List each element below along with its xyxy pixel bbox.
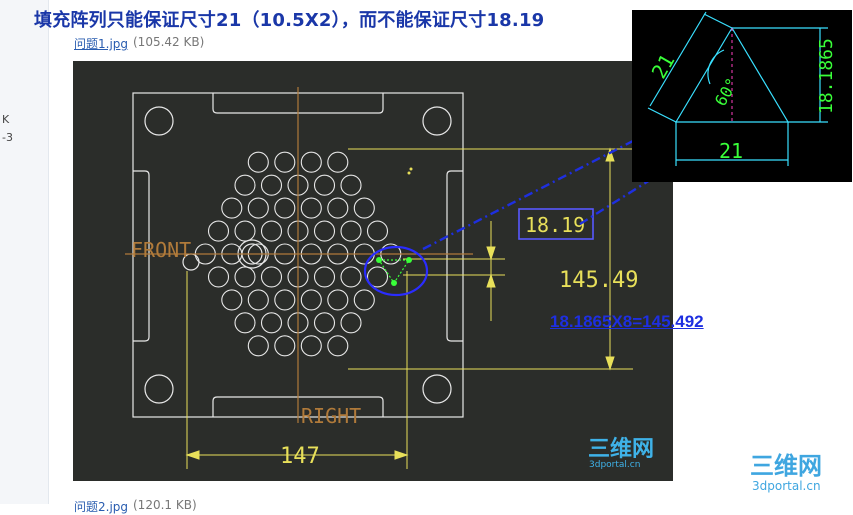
hole [247,151,269,173]
hole [247,197,269,219]
inset-background [632,10,852,182]
hole [274,335,296,357]
hole [300,197,322,219]
site-watermark: 三维网 3dportal.cn [750,452,822,493]
hole [207,266,230,288]
hole [313,220,336,242]
sidebar-fragment: -3 [2,131,13,144]
cad-drawing-image[interactable]: FRONT RIGHT 145.49 147 18.19 三维网 3dporta… [73,61,673,481]
width-dimension: 147 [280,444,320,469]
hole [366,266,389,288]
hole [313,174,336,196]
inset-triangle-figure[interactable]: 21 21 18.1865 60° [632,10,852,182]
height-dimension: 145.49 [559,268,638,293]
hole [340,220,362,242]
hole [340,312,362,334]
hole [260,312,283,334]
hole [327,197,349,219]
hole [234,174,256,196]
inset-geometry [647,11,828,166]
hole [234,312,256,334]
hole [300,289,322,311]
hole [260,220,283,242]
inset-height-dimension: 18.1865 [816,38,837,114]
attachment-link[interactable]: 问题1.jpg [74,37,129,51]
hole [234,266,256,288]
hole [366,220,389,242]
svg-text:三维网: 三维网 [588,436,654,462]
svg-text:3dportal.cn: 3dportal.cn [589,460,640,470]
calculation-formula: 18.1865X8=145.492 [550,312,704,331]
hole [340,266,362,288]
hole [247,335,269,357]
hole [260,174,283,196]
hole [353,289,375,311]
cad-background [73,61,673,481]
hole [300,151,322,173]
hole [313,266,336,288]
drawing-watermark: 三维网 3dportal.cn [588,436,654,470]
center-axes [125,87,473,423]
hole [274,151,296,173]
sidebar-fragment: K [2,113,10,126]
hole [327,289,349,311]
hole [300,335,322,357]
attachment-size: (105.42 KB) [133,35,205,49]
front-label: FRONT [131,238,191,262]
hole [274,289,296,311]
hole [353,197,375,219]
attachment-size-2: (120.1 KB) [133,498,197,512]
hole [247,289,269,311]
highlight-ellipse [363,167,429,297]
hole [313,312,336,334]
watermark-brand: 三维网 [750,452,822,480]
hole [221,289,243,311]
post-headline: 填充阵列只能保证尺寸21（10.5X2），而不能保证尺寸18.19 [34,10,545,31]
hole [207,220,230,242]
inset-base-dimension: 21 [719,139,743,163]
hole [274,197,296,219]
right-label: RIGHT [301,404,361,428]
dimension-lines [185,147,633,469]
hole [327,335,349,357]
hole [221,197,243,219]
hole [234,220,256,242]
hole [340,174,362,196]
watermark-url: 3dportal.cn [752,479,821,493]
hole [327,151,349,173]
hole [260,266,283,288]
attachment-link-2[interactable]: 问题2.jpg [74,500,129,514]
left-sidebar: K -3 [0,0,49,504]
pitch-dimension: 18.19 [525,213,585,237]
